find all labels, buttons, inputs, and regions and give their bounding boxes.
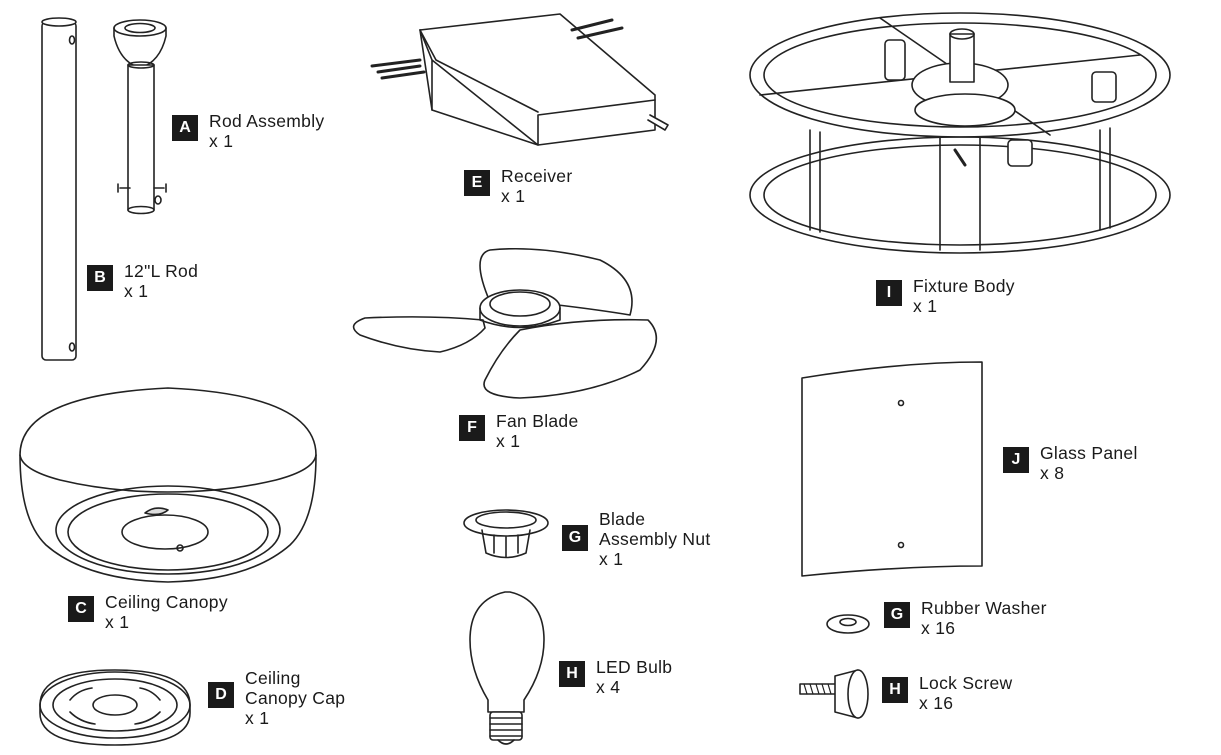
part-quantity: x 8 <box>1040 463 1065 483</box>
part-letter-badge: G <box>884 602 910 628</box>
part-letter-badge: J <box>1003 447 1029 473</box>
part-letter-badge: C <box>68 596 94 622</box>
part-quantity: x 16 <box>921 618 956 638</box>
part-name: 12"L Rod <box>124 261 199 281</box>
part-name-line2: Assembly Nut <box>599 529 711 549</box>
part-letter-badge: B <box>87 265 113 291</box>
part-quantity: x 1 <box>105 612 130 632</box>
part-name-line1: Blade <box>599 509 646 529</box>
rod-assembly-drawing <box>113 19 167 215</box>
blade-assembly-nut-drawing <box>463 509 549 559</box>
glass-panel-drawing <box>801 361 983 577</box>
receiver-drawing <box>370 13 669 146</box>
part-quantity: x 1 <box>245 708 270 728</box>
part-letter-badge: F <box>459 415 485 441</box>
rubber-washer-drawing <box>826 614 870 634</box>
part-name: Receiver <box>501 166 573 186</box>
rod-12in-drawing <box>41 17 77 361</box>
part-letter-badge: H <box>559 661 585 687</box>
part-name: Fan Blade <box>496 411 579 431</box>
part-quantity: x 1 <box>913 296 938 316</box>
ceiling-canopy-drawing <box>19 387 317 583</box>
led-bulb-drawing <box>469 591 545 745</box>
part-quantity: x 4 <box>596 677 621 697</box>
part-name: Glass Panel <box>1040 443 1138 463</box>
part-letter-badge: D <box>208 682 234 708</box>
part-letter-badge: H <box>882 677 908 703</box>
part-quantity: x 1 <box>599 549 624 569</box>
part-name: Rod Assembly <box>209 111 325 131</box>
part-quantity: x 1 <box>501 186 526 206</box>
part-quantity: x 1 <box>209 131 234 151</box>
part-letter-badge: G <box>562 525 588 551</box>
part-name: Rubber Washer <box>921 598 1047 618</box>
part-name: Ceiling Canopy <box>105 592 228 612</box>
fan-blade-drawing <box>352 247 658 399</box>
fixture-body-drawing <box>749 12 1171 254</box>
part-quantity: x 1 <box>124 281 149 301</box>
part-letter-badge: I <box>876 280 902 306</box>
part-name: LED Bulb <box>596 657 673 677</box>
part-quantity: x 1 <box>496 431 521 451</box>
part-name-line1: Ceiling <box>245 668 301 688</box>
part-letter-badge: E <box>464 170 490 196</box>
part-letter-badge: A <box>172 115 198 141</box>
canopy-cap-drawing <box>39 669 191 746</box>
lock-screw-drawing <box>799 669 869 719</box>
part-name: Fixture Body <box>913 276 1015 296</box>
part-name: Lock Screw <box>919 673 1013 693</box>
part-quantity: x 16 <box>919 693 954 713</box>
part-name-line2: Canopy Cap <box>245 688 346 708</box>
